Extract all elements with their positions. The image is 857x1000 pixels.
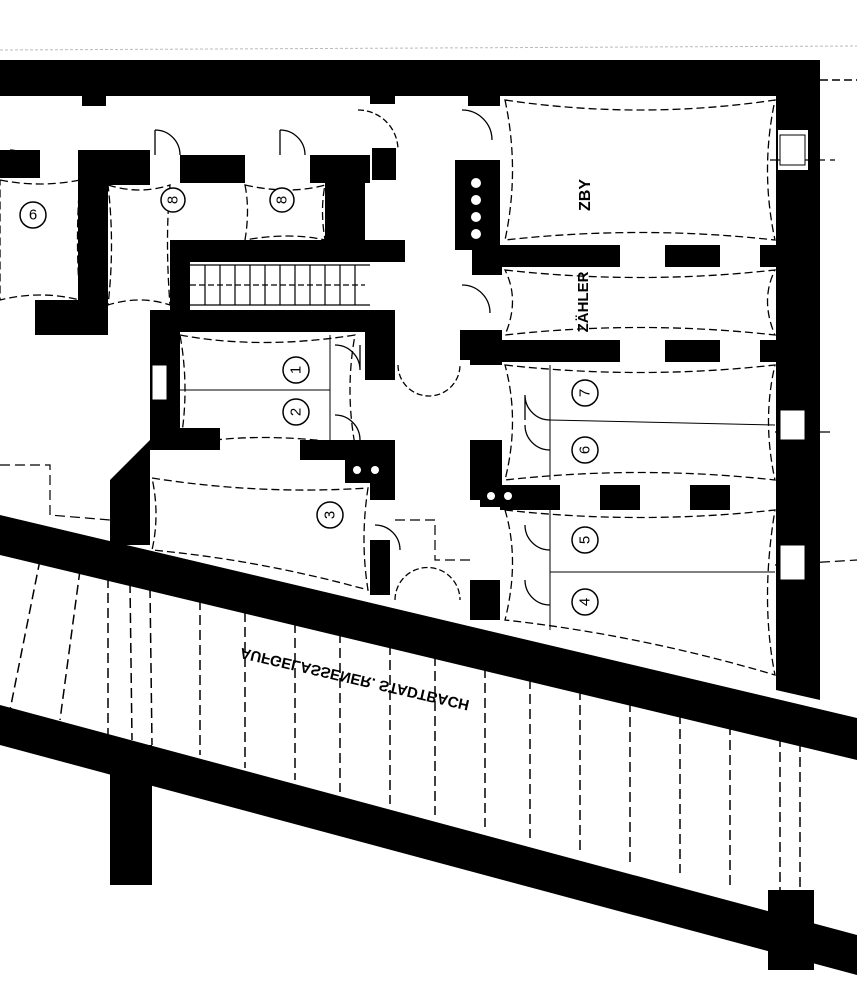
dots-mid (345, 458, 387, 483)
room-marker-7: 7 (571, 379, 599, 407)
svg-text:8: 8 (274, 196, 291, 204)
top-wall (0, 60, 820, 96)
diagonal-wall-upper (0, 515, 857, 760)
stream-hatching (9, 559, 801, 900)
staircase (190, 264, 370, 306)
svg-text:7: 7 (577, 389, 594, 397)
zby-label: ZBY (577, 179, 594, 211)
door-swings (9, 109, 551, 606)
room-marker-3: 3 (316, 501, 344, 529)
window-marks (151, 134, 806, 581)
room-marker-2: 2 (282, 398, 310, 426)
room-marker-6: 6 (571, 436, 599, 464)
room-marker-1: 1 (282, 356, 310, 384)
right-wall (776, 60, 820, 700)
svg-text:6: 6 (577, 446, 594, 454)
room-marker-6-left: 6 (19, 201, 47, 229)
top-boundary-line (0, 45, 857, 51)
column-stub-left (110, 745, 152, 885)
svg-text:6: 6 (29, 207, 37, 224)
room-marker-4: 4 (571, 588, 599, 616)
interior-walls (0, 96, 808, 620)
svg-text:3: 3 (322, 511, 339, 519)
dots-lower (480, 485, 520, 507)
svg-text:2: 2 (288, 408, 305, 416)
room-outlines (0, 99, 777, 676)
svg-text:4: 4 (577, 598, 594, 606)
room-marker-5: 5 (571, 526, 599, 554)
svg-text:8: 8 (165, 196, 182, 204)
diagonal-wall-lower (0, 705, 857, 975)
room-marker-8a: 8 (160, 187, 186, 213)
svg-text:1: 1 (288, 366, 305, 374)
room-number-markers: 1 2 3 4 5 6 7 6 (19, 187, 599, 616)
svg-text:5: 5 (577, 536, 594, 544)
room-dividers (180, 335, 776, 630)
zaehler-label: ZÄHLER (575, 271, 592, 332)
dots-upper (471, 178, 481, 239)
room-marker-8b: 8 (269, 187, 295, 213)
column-stub-right (768, 890, 814, 970)
